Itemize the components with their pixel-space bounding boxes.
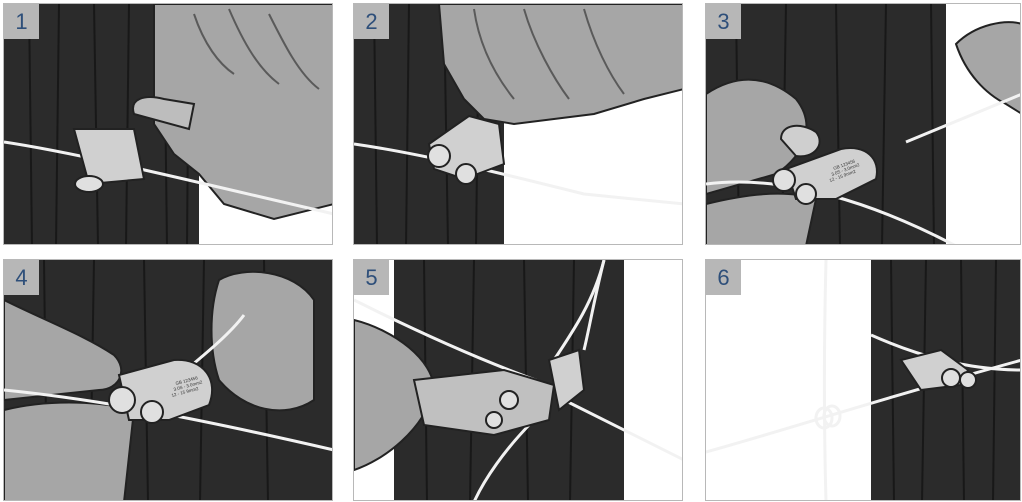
finger-lines: [473, 8, 625, 100]
insulator-clamp: [72, 128, 146, 193]
step-6-illustration: [706, 260, 1020, 500]
step-number-badge: 1: [4, 4, 39, 39]
lower-hand: [4, 401, 136, 500]
step-2-illustration: [354, 4, 682, 244]
thumbnail: [779, 124, 821, 158]
hand: [153, 4, 332, 221]
step-panel-3: GB 123456 3.0S - 3.0mm2 12 - 15 9mm2 3: [705, 3, 1021, 245]
loose-wire: [905, 93, 1020, 144]
finger-lines: [193, 8, 320, 90]
left-hand: [4, 298, 123, 402]
insulator-clamp: [427, 114, 506, 185]
insulator-clamp: [547, 348, 586, 412]
step-number-badge: 3: [706, 4, 741, 39]
step-number-badge: 4: [4, 260, 39, 295]
lower-hand: [706, 192, 818, 244]
step-4-illustration: GB 123456 3.0S - 3.0mm2 12 - 15 9mm2: [4, 260, 332, 500]
insulator-clamp: GB 123456 3.0S - 3.0mm2 12 - 15 9mm2: [772, 147, 878, 205]
step-number-badge: 2: [354, 4, 389, 39]
step-1-illustration: [4, 4, 332, 244]
right-hand: [954, 21, 1020, 114]
step-number-badge: 6: [706, 260, 741, 295]
step-panel-2: 2: [353, 3, 683, 245]
right-hand: [210, 270, 315, 412]
insulator-clamp: GB 123456 3.0S - 3.0mm2 12 - 15 9mm2: [108, 358, 214, 424]
wire-knot: [814, 404, 842, 430]
step-panel-5: 5: [353, 259, 683, 501]
clamp-tag-line-1: GB 123456: [175, 375, 199, 386]
step-panel-4: GB 123456 3.0S - 3.0mm2 12 - 15 9mm2 4: [3, 259, 333, 501]
hand: [706, 78, 808, 196]
insulator-clamp: [899, 348, 977, 392]
step-5-illustration: [354, 260, 682, 500]
step-number-badge: 5: [354, 260, 389, 295]
step-3-illustration: GB 123456 3.0S - 3.0mm2 12 - 15 9mm2: [706, 4, 1020, 244]
step-panel-1: 1: [3, 3, 333, 245]
step-panel-6: 6: [705, 259, 1021, 501]
hand: [437, 4, 682, 126]
crimping-tool: [412, 368, 556, 437]
thumb: [132, 96, 196, 131]
fence-wire: [4, 140, 332, 216]
